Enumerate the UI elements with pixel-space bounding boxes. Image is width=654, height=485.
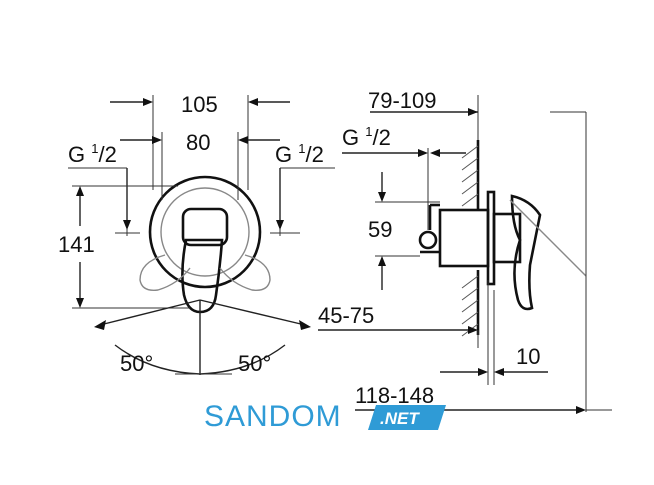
handle-ghost-left <box>139 254 191 291</box>
dim-wall: 45-75 <box>318 303 374 328</box>
escutcheon-inner <box>160 187 250 277</box>
inlet-port <box>418 230 438 250</box>
watermark-badge <box>368 405 446 430</box>
watermark-suffix: .NET <box>380 409 420 428</box>
watermark-logo: SANDOM .NET <box>204 400 446 433</box>
valve-body <box>438 208 490 268</box>
dim-height: 141 <box>58 232 95 257</box>
escutcheon-plate <box>148 175 262 289</box>
dim-center: 59 <box>368 217 392 242</box>
front-view: 105 80 G 1/2 G 1/2 141 <box>58 92 335 376</box>
side-view: 79-109 G 1/2 59 45-75 10 <box>318 88 612 414</box>
angle-right: 50° <box>238 351 271 376</box>
cartridge-cap <box>181 207 229 247</box>
lever-sweep <box>509 199 587 277</box>
angle-left: 50° <box>120 351 153 376</box>
watermark-name: SANDOM <box>204 400 342 433</box>
thread-label-side: G 1/2 <box>342 124 391 150</box>
thread-label-left: G 1/2 <box>68 141 117 167</box>
handle-ghost-right <box>219 254 271 291</box>
dim-width-total: 105 <box>181 92 218 117</box>
dim-depth: 79-109 <box>368 88 437 113</box>
lever-side <box>510 194 542 311</box>
dim-total: 118-148 <box>355 383 434 408</box>
thread-label-right: G 1/2 <box>275 141 324 167</box>
dim-width-inner: 80 <box>186 130 210 155</box>
dim-plate: 10 <box>516 344 540 369</box>
